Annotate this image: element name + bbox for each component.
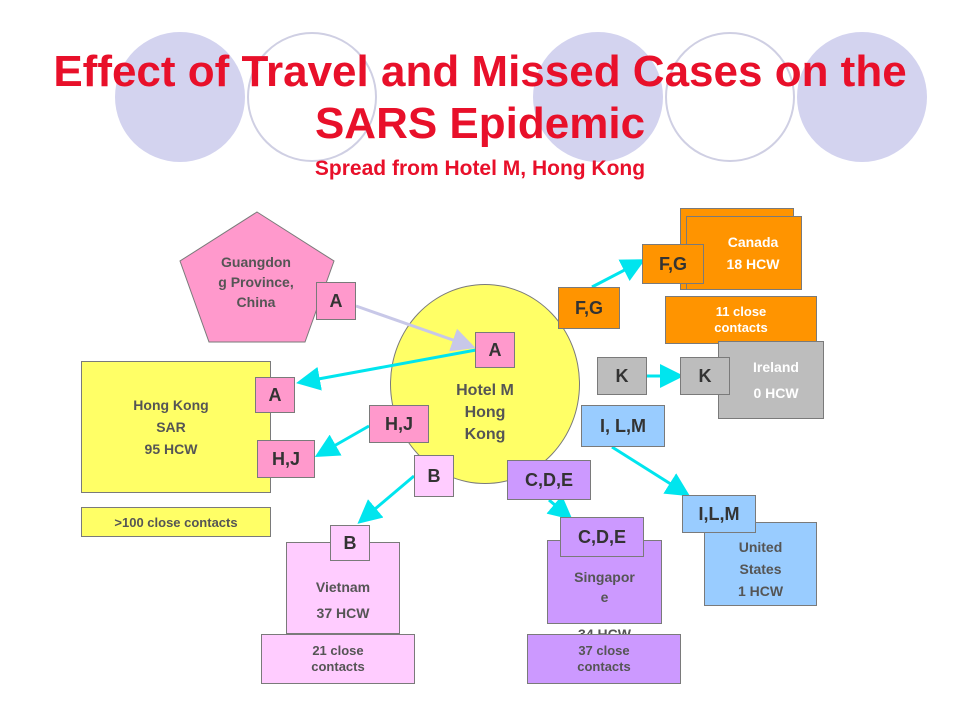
patient-tag-hksar-hj: H,J [257, 440, 315, 478]
patient-tag-vietnam-b: B [330, 525, 370, 561]
arrow-hotel-to-vietnam [357, 474, 415, 524]
canada-node: Canada 18 HCW [686, 216, 802, 290]
guangdong-node [179, 211, 335, 343]
singapore-hcw: 34 HCW [578, 626, 631, 636]
patient-tag-hotel-ilm: I, L,M [581, 405, 665, 447]
hotel-m-label: Hotel M Hong Kong [456, 382, 514, 443]
arrow-hotel-to-canada [591, 259, 646, 289]
hong-kong-sar-node: Hong Kong SAR 95 HCW [81, 361, 271, 493]
patient-tag-guangdong-a: A [316, 282, 356, 320]
hong-kong-sar-label: Hong Kong SAR 95 HCW [133, 397, 209, 457]
patient-tag-ireland-k: K [680, 357, 730, 395]
decorative-circle [533, 32, 663, 162]
patient-tag-hksar-a: A [255, 377, 295, 413]
singapore-contacts: 37 close contacts [527, 634, 681, 684]
united-states-node: United States 1 HCW [704, 522, 817, 606]
arrow-hotel-to-singapore [546, 495, 573, 520]
patient-tag-hotel-k: K [597, 357, 647, 395]
vietnam-contacts: 21 close contacts [261, 634, 415, 684]
decorative-circle [797, 32, 927, 162]
patient-tag-canada-fg: F,G [642, 244, 704, 284]
patient-tag-hotel-fg: F,G [558, 287, 620, 329]
slide-subtitle: Spread from Hotel M, Hong Kong [314, 157, 646, 180]
decorative-circle [247, 32, 377, 162]
patient-tag-hotel-hj: H,J [369, 405, 429, 443]
patient-tag-singapore-cde: C,D,E [560, 517, 644, 557]
patient-tag-hotel-cde: C,D,E [507, 460, 591, 500]
patient-tag-hotel-a: A [475, 332, 515, 368]
canada-contacts: 11 close contacts [665, 296, 817, 344]
hong-kong-sar-contacts: >100 close contacts [81, 507, 271, 537]
slide-title-line-2: SARS Epidemic [314, 99, 646, 148]
arrow-hotel-to-us [611, 445, 691, 497]
decorative-circle [115, 32, 245, 162]
patient-tag-hotel-b: B [414, 455, 454, 497]
guangdong-label: Guangdon g Province, China [218, 254, 294, 310]
slide-title-line-1: Effect of Travel and Missed Cases on the [53, 47, 907, 96]
patient-tag-us-ilm: I,L,M [682, 495, 756, 533]
decorative-circle [665, 32, 795, 162]
ireland-node: Ireland 0 HCW [718, 341, 824, 419]
arrow-hotel-to-hksar-hj [314, 424, 370, 457]
